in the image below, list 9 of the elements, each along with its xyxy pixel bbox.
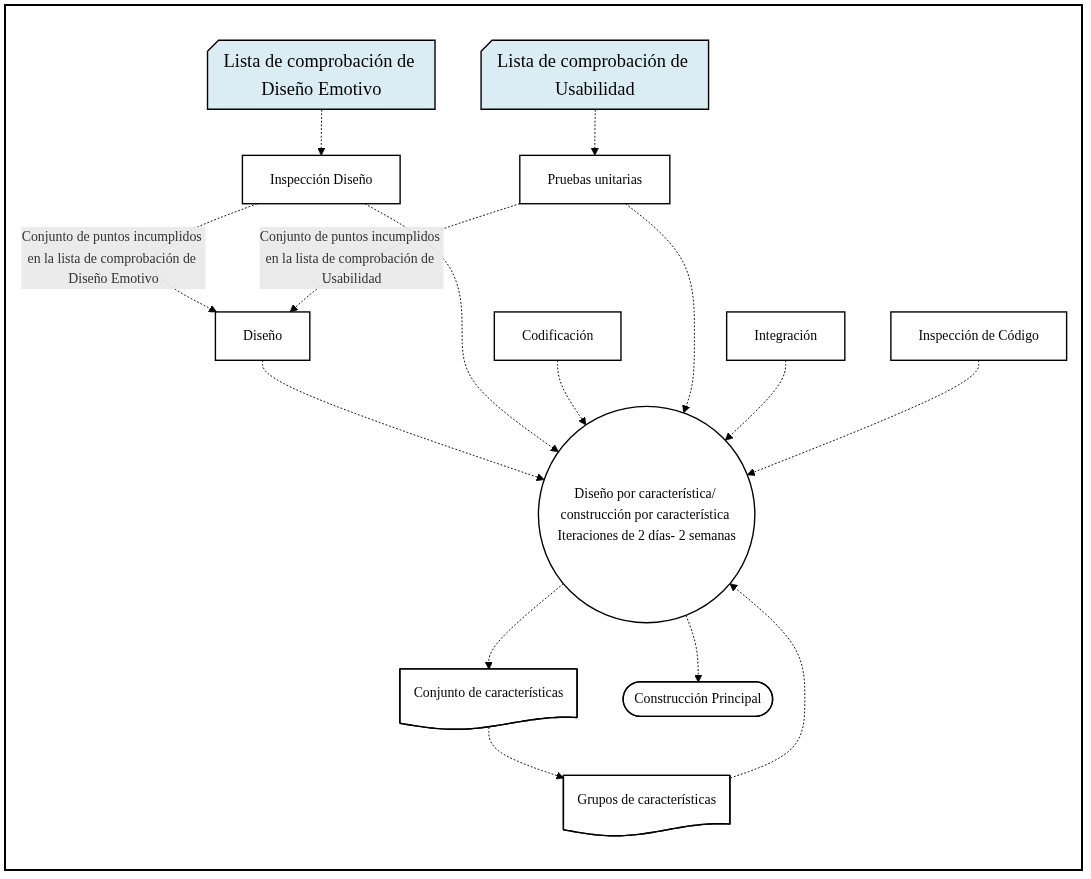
node-box: Diseño: [214, 310, 310, 361]
edge-label: Conjunto de puntos incumplidos en la lista de comprobación de Usabilidad: [259, 229, 440, 286]
node-box: Inspección Diseño: [241, 154, 401, 204]
edge-label: Conjunto de puntos incumplidos en la lista de comprobación de Diseño Emotivo: [21, 229, 202, 286]
node-box: Pruebas unitarias: [518, 154, 671, 204]
node-box: Codificación: [493, 310, 622, 361]
node-box: Integración: [725, 310, 846, 361]
node-circle: Diseño por característica/ construcción por característica Iteraciones de 2 días- 2 semanas: [537, 405, 756, 623]
node-box: Inspección de Código: [889, 310, 1067, 361]
